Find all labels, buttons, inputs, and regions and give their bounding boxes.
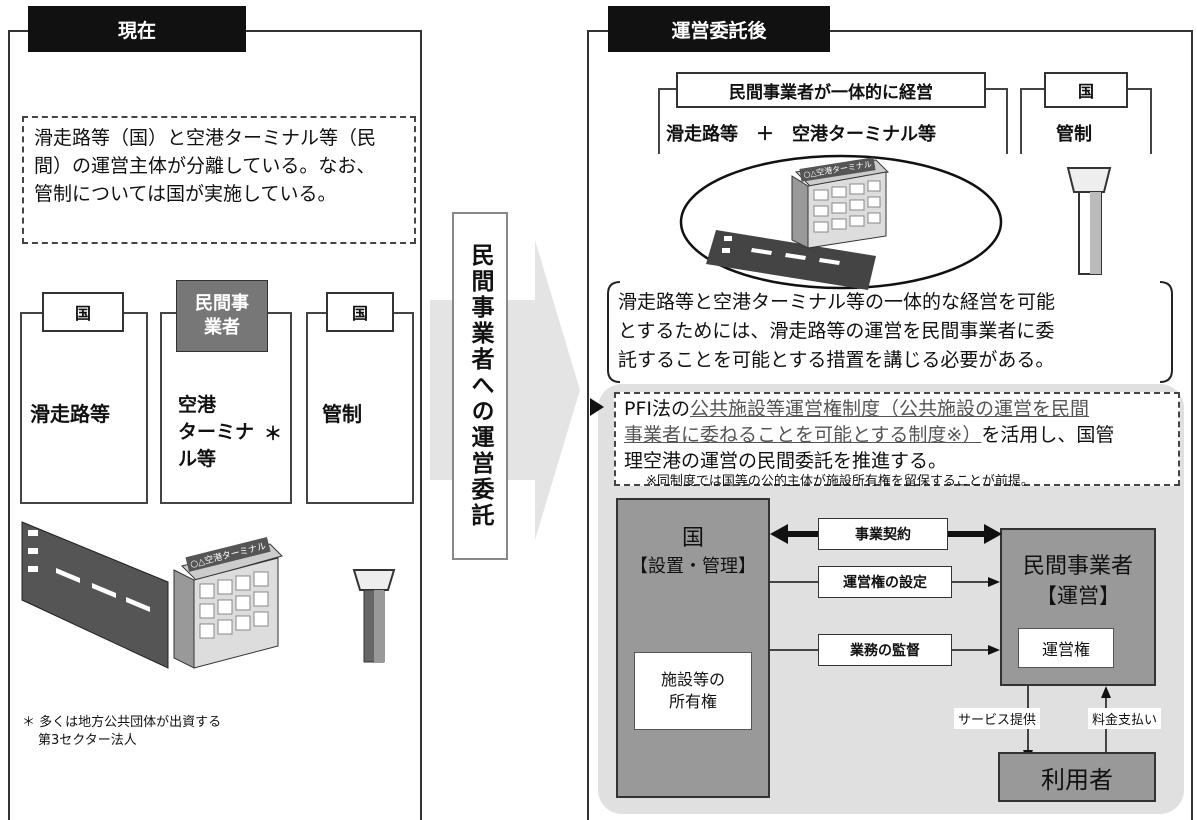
current-summary: 滑走路等（国）と空港ターミナル等（民 間）の運営主体が分離している。なお、 管制… [22, 116, 416, 244]
footnote-line1: ＊ 多くは地方公共団体が出資する [22, 715, 222, 730]
pfi-post: を活用し、国管 [981, 424, 1115, 446]
terminal-owner-line1: 民間事 [195, 293, 249, 314]
transition-label-box: 民間事業者への運営委託 [452, 212, 508, 560]
control-tower-illustration [352, 569, 396, 663]
runway-column [20, 312, 148, 504]
terminal-label: 空港 ターミナ ル等 [178, 392, 254, 473]
terminal-asterisk: ＊ [264, 424, 282, 445]
user-box: 利用者 [998, 752, 1156, 802]
pfi-line3: 理空港の運営の民間委託を推進する。 [624, 450, 948, 472]
gov-atc-box [1020, 88, 1152, 154]
statement-line1: 滑走路等と空港ターミナル等の一体的な経営を可能 [618, 291, 1056, 313]
operating-right-box: 運営権 [1018, 628, 1114, 668]
private-operator-tab: 民間事業者が一体的に経営 [676, 72, 986, 108]
terminal-label-line2: ターミナ [178, 421, 255, 443]
runway-illustration [21, 521, 169, 669]
private-operator-label: 滑走路等 ＋ 空港ターミナル等 [666, 124, 936, 145]
operator-title: 民間事業者 [1022, 554, 1133, 579]
gov-atc-tab: 国 [1044, 72, 1128, 108]
pfi-system-link: 公共施設等運営権制度（公共施設の運営を民間 [690, 398, 1090, 420]
statement-line2: とするためには、滑走路等の運営を民間事業者に委 [618, 320, 1055, 342]
atc-column [306, 312, 414, 504]
atc-label: 管制 [322, 402, 362, 426]
government-title: 国 [681, 526, 704, 551]
current-summary-line3: 管制については国が実施している。 [34, 183, 337, 205]
pfi-line2: 事業者に委ねることを可能とする制度※）を活用し、国管 [624, 422, 1170, 448]
right-control-tower-illustration [1066, 167, 1112, 275]
contract-label: 事業契約 [818, 518, 948, 550]
operator-subtitle: 【運営】 [1036, 584, 1120, 608]
transition-label: 民間事業者への運営委託 [467, 243, 493, 529]
footnote: ＊ 多くは地方公共団体が出資する 第3セクター法人 [22, 714, 221, 750]
private-operator-box [658, 88, 1008, 154]
after-panel [587, 30, 1193, 820]
supervision-label: 業務の監督 [818, 634, 952, 666]
runway-owner-tab: 国 [42, 292, 124, 332]
current-header: 現在 [28, 6, 246, 52]
facility-ownership-line2: 所有権 [668, 692, 717, 711]
after-header: 運営委託後 [608, 6, 830, 52]
facility-ownership-box: 施設等の 所有権 [634, 652, 752, 730]
pfi-line1: PFI法の公共施設等運営権制度（公共施設の運営を民間 [624, 396, 1170, 422]
terminal-label-line3: ル等 [178, 448, 217, 470]
government-subtitle: 【設置・管理】 [630, 556, 756, 577]
atc-owner-tab: 国 [326, 292, 394, 332]
current-summary-line2: 間）の運営主体が分離している。なお、 [34, 155, 376, 177]
pfi-policy-box: PFI法の公共施設等運営権制度（公共施設の運営を民間 事業者に委ねることを可能と… [614, 392, 1180, 489]
statement-text: 滑走路等と空港ターミナル等の一体的な経営を可能 とするためには、滑走路等の運営を… [618, 288, 1168, 375]
footnote-line2: 第3セクター法人 [38, 733, 137, 748]
fee-label: 料金支払い [1088, 708, 1162, 729]
facility-ownership-line1: 施設等の [660, 670, 725, 689]
terminal-label-line1: 空港 [178, 394, 217, 416]
pfi-system-link2: 事業者に委ねることを可能とする制度※） [624, 424, 982, 446]
current-summary-line1: 滑走路等（国）と空港ターミナル等（民 [34, 127, 377, 149]
terminal-owner-line2: 業者 [204, 317, 240, 338]
government-box [616, 498, 770, 798]
runway-label: 滑走路等 [30, 402, 110, 426]
pfi-pre: PFI法の [624, 398, 690, 420]
statement-brackets [607, 281, 1173, 383]
statement-line3: 託することを可能とする措置を講じる必要がある。 [618, 349, 1055, 371]
pfi-note: ※同制度では国等の公的主体が施設所有権を留保することが前提。 [646, 474, 1034, 489]
terminal-owner-tab: 民間事 業者 [176, 280, 268, 352]
operating-rights-label: 運営権の設定 [818, 566, 952, 598]
service-label: サービス提供 [954, 708, 1041, 729]
gov-atc-label: 管制 [1056, 124, 1092, 145]
